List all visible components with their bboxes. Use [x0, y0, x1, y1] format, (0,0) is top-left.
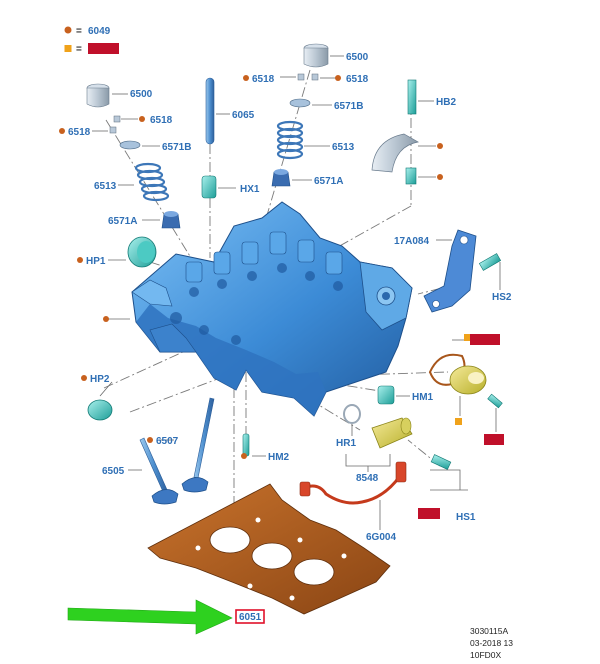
leader-lines: [92, 55, 501, 530]
label-6507: 6507: [156, 436, 179, 447]
part-labels: 6500 6518 6518 6571B 6513 6571A HP1 6065…: [68, 52, 512, 543]
label-6518-right-1: 6518: [252, 74, 275, 85]
redacted-label-sensor-bolt: [484, 434, 504, 445]
legend-equals-1: =: [76, 26, 82, 37]
label-8548: 8548: [356, 473, 379, 484]
label-HS1: HS1: [456, 512, 476, 523]
stamp-line-1: 3030115A: [470, 626, 508, 636]
label-HP1: HP1: [86, 256, 106, 267]
label-HR1: HR1: [336, 438, 356, 449]
label-6518-left-1: 6518: [150, 115, 173, 126]
label-6571A-right: 6571A: [314, 176, 343, 187]
lower-left-parts: [87, 397, 250, 505]
label-HP2: HP2: [90, 374, 110, 385]
label-6571B-right: 6571B: [334, 101, 363, 112]
left-valve-train: [86, 83, 181, 268]
label-HM2: HM2: [268, 452, 290, 463]
legend-equals-2: =: [76, 44, 82, 55]
center-valve-train: [201, 43, 329, 199]
right-upper-parts: [371, 79, 502, 313]
legend-item-6049: 6049: [88, 26, 111, 37]
cylinder-head: [131, 201, 413, 417]
label-6513-left: 6513: [94, 181, 117, 192]
redacted-label-bolt-group: [418, 508, 440, 519]
label-HM1: HM1: [412, 392, 434, 403]
label-HB2: HB2: [436, 97, 456, 108]
legend-circle-marker: [64, 26, 72, 34]
legend-redacted-label: [88, 43, 119, 54]
callout-markers: [59, 75, 443, 459]
legend-square-marker: [64, 45, 72, 52]
right-lower-parts: [299, 353, 503, 505]
label-6505: 6505: [102, 466, 125, 477]
label-17A084: 17A084: [394, 236, 429, 247]
redacted-label-solenoid-valve: [470, 334, 500, 345]
label-6500-right: 6500: [346, 52, 369, 63]
stamp-line-3: 10FD0X: [470, 650, 502, 660]
pointer-arrow: [67, 599, 233, 635]
redacted-labels: [418, 334, 504, 519]
label-HX1: HX1: [240, 184, 260, 195]
label-6518-left-2: 6518: [68, 127, 91, 138]
label-HS2: HS2: [492, 292, 512, 303]
square-marker-1: [464, 334, 471, 341]
label-6513-right: 6513: [332, 142, 355, 153]
drawing-stamp: 3030115A 03-2018 13 10FD0X: [470, 626, 513, 660]
label-6571A-left: 6571A: [108, 216, 137, 227]
label-6500-left: 6500: [130, 89, 153, 100]
square-marker-2: [455, 418, 462, 425]
legend: = 6049 =: [64, 26, 119, 55]
label-6051: 6051: [239, 612, 262, 623]
stamp-line-2: 03-2018 13: [470, 638, 513, 648]
highlighted-label-6051: 6051: [235, 609, 265, 624]
label-6065: 6065: [232, 110, 255, 121]
label-6518-right-2: 6518: [346, 74, 369, 85]
head-gasket: [147, 483, 391, 615]
label-6G004: 6G004: [366, 532, 396, 543]
label-6571B-left: 6571B: [162, 142, 191, 153]
